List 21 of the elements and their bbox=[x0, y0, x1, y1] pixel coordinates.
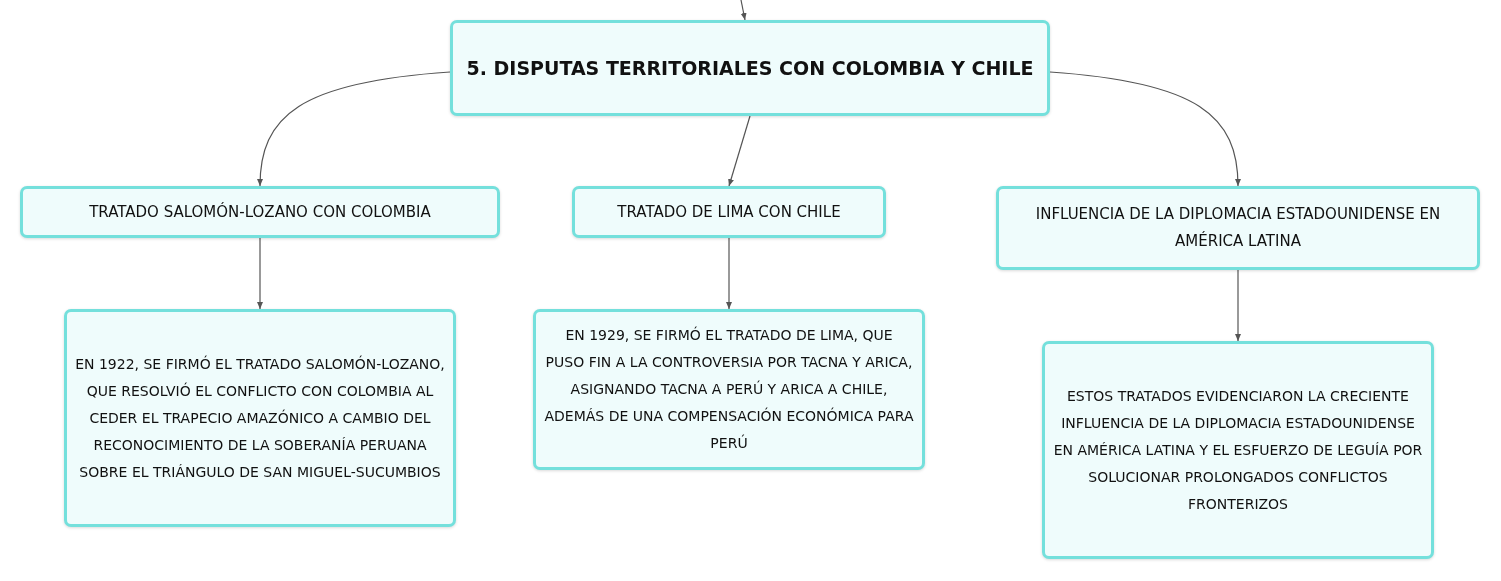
subtopic-box bbox=[572, 186, 886, 238]
connector-arrow bbox=[728, 115, 751, 187]
box-text: EN 1929, SE FIRMÓ EL TRATADO DE LIMA, QUE PUSO FIN A LA CONTROVERSIA POR TACNA Y ARICA, ASIGNANDO TACNA A PERÚ Y ARICA A CHILE, ADEMÁS DE UNA COMPENSACIÓN ECONÓMICA PARA PERÚ bbox=[544, 325, 914, 453]
box-text: 5. DISPUTAS TERRITORIALES CON COLOMBIA Y CHILE bbox=[466, 55, 1034, 81]
subtopic-box bbox=[996, 186, 1480, 270]
detail-box bbox=[64, 309, 456, 527]
connector-arrow bbox=[257, 71, 451, 187]
connector-arrow bbox=[740, 0, 747, 21]
box-text: TRATADO SALOMÓN-LOZANO CON COLOMBIA bbox=[89, 201, 431, 223]
topic-box bbox=[450, 20, 1050, 116]
subtopic-box bbox=[20, 186, 500, 238]
detail-box bbox=[1042, 341, 1434, 559]
detail-box bbox=[533, 309, 925, 470]
connector-arrow bbox=[726, 237, 732, 310]
box-text: TRATADO DE LIMA CON CHILE bbox=[617, 201, 841, 223]
connector-arrow bbox=[1235, 269, 1241, 342]
box-text: ESTOS TRATADOS EVIDENCIARON LA CRECIENTE INFLUENCIA DE LA DIPLOMACIA ESTADOUNIDENSE EN AMÉRICA LATINA Y EL ESFUERZO DE LEGUÍA POR SOLUCIONAR PROLONGADOS CONFLICTOS FRONTERIZOS bbox=[1053, 386, 1423, 514]
box-text: INFLUENCIA DE LA DIPLOMACIA ESTADOUNIDENSE EN AMÉRICA LATINA bbox=[1034, 204, 1442, 252]
connector-arrow bbox=[1049, 71, 1241, 187]
box-text: EN 1922, SE FIRMÓ EL TRATADO SALOMÓN-LOZANO, QUE RESOLVIÓ EL CONFLICTO CON COLOMBIA AL CEDER EL TRAPECIO AMAZÓNICO A CAMBIO DEL RECONOCIMIENTO DE LA SOBERANÍA PERUANA SOBRE EL TRIÁNGULO DE SAN MIGUEL-SUCUMBIOS bbox=[75, 354, 445, 482]
connector-arrow bbox=[257, 237, 263, 310]
